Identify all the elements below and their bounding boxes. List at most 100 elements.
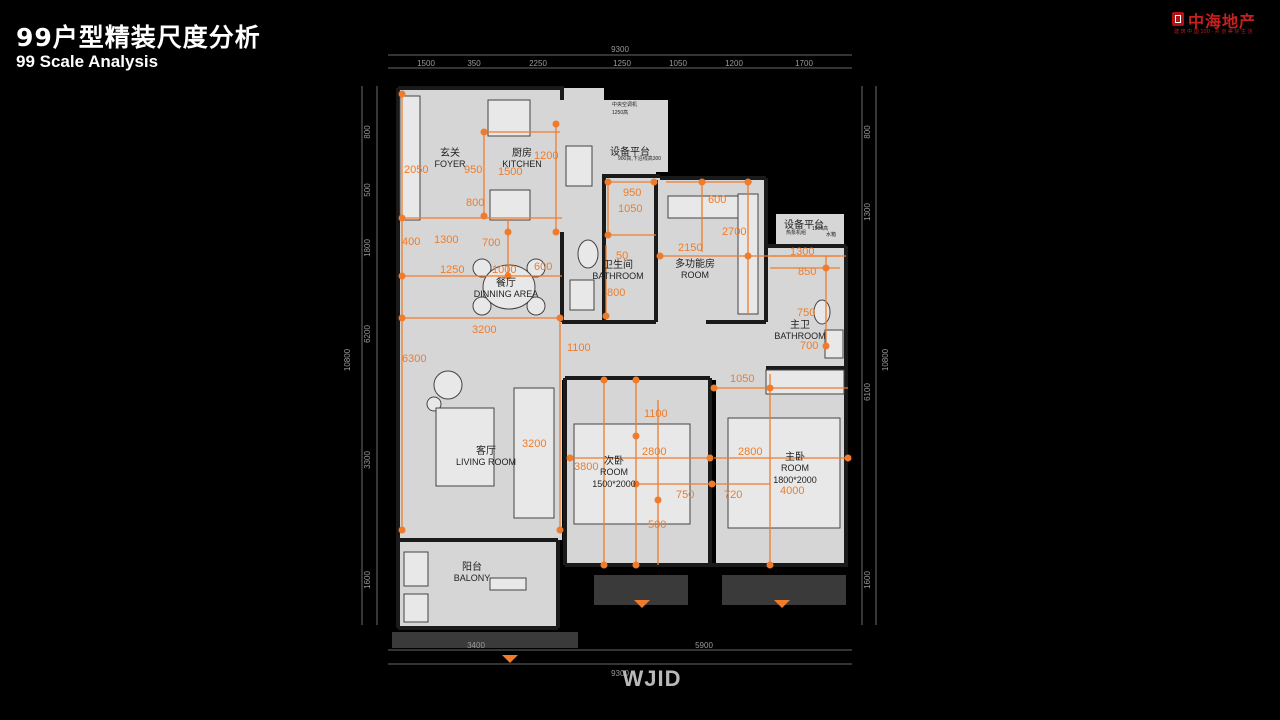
bottom-segment-label: 5900 <box>695 641 713 650</box>
desk-icon <box>667 195 739 219</box>
coffee-table-icon <box>435 407 495 487</box>
overall-width-label: 9300 <box>611 669 629 678</box>
dimension-label: 750 <box>676 489 694 501</box>
drying-rack-icon <box>489 577 527 591</box>
dimension-label: 950 <box>623 187 641 199</box>
dimension-label: 1300 <box>790 246 814 258</box>
equipment-note: 水箱 <box>826 231 836 238</box>
dimension-label: 720 <box>724 489 742 501</box>
window-markers <box>502 600 790 663</box>
top-segment-label: 1700 <box>795 59 813 68</box>
dimension-label: 850 <box>798 266 816 278</box>
room-label-cn: 主卧 <box>785 450 805 463</box>
equipment-note: 1500高 <box>812 225 828 232</box>
left-segment-label: 6200 <box>363 325 372 343</box>
furniture <box>399 95 845 623</box>
top-segment-label: 1050 <box>669 59 687 68</box>
dimension-label: 2150 <box>678 242 702 254</box>
toilet-icon <box>577 239 599 269</box>
bed-size-label: 1800*2000 <box>773 475 817 485</box>
left-segment-label: 800 <box>363 125 372 139</box>
dimension-label: 3200 <box>522 438 546 450</box>
overall-depth-label: 10800 <box>881 348 890 371</box>
room-label-en: LIVING ROOM <box>456 457 516 467</box>
overall-depth-label: 10800 <box>343 348 352 371</box>
company-logo: 中海地产 建 筑 中 国 100 · 共 创 美 好 生 活 <box>1168 6 1276 36</box>
room-label-cn: 主卫 <box>790 319 810 331</box>
page-subtitle: 99 Scale Analysis <box>16 52 159 71</box>
room-label-cn: 次卧 <box>604 454 624 467</box>
logo-slogan: 建 筑 中 国 100 · 共 创 美 好 生 活 <box>1174 29 1253 35</box>
dimension-label: 6300 <box>402 353 426 365</box>
right-segment-label: 1600 <box>863 571 872 589</box>
top-segment-label: 1200 <box>725 59 743 68</box>
top-segment-label: 350 <box>467 59 481 68</box>
dimension-label: 950 <box>464 164 482 176</box>
dimension-label: 600 <box>708 194 726 206</box>
dimension-label: 1300 <box>434 234 458 246</box>
dimension-frame <box>361 54 877 665</box>
frame-dimension-labels: 9300 9300 1500 350 2250 1250 1050 1200 1700 34… <box>343 45 890 678</box>
bottom-segment-label: 3400 <box>467 641 485 650</box>
room-label-cn: 玄关 <box>440 146 460 159</box>
overall-width-label: 9300 <box>611 45 629 54</box>
room-label-cn: 客厅 <box>476 444 496 457</box>
dimension-label: 2800 <box>738 446 762 458</box>
right-segment-label: 1300 <box>863 203 872 221</box>
dimension-label: 700 <box>800 340 818 352</box>
second-bed-icon <box>573 423 691 525</box>
shoe-cabinet-icon <box>399 95 421 221</box>
sink-icon <box>489 189 531 221</box>
dimension-label: 1050 <box>618 203 642 215</box>
top-segment-label: 1250 <box>613 59 631 68</box>
dimension-label: 800 <box>607 287 625 299</box>
room-label-en: ROOM <box>781 463 809 473</box>
room-label-en: DINNING AREA <box>474 289 539 299</box>
left-segment-label: 1600 <box>363 571 372 589</box>
dimension-label: 800 <box>466 197 484 209</box>
equipment-note: 热泵机组 <box>786 229 806 236</box>
storage-icon <box>403 593 429 623</box>
room-label-en: ROOM <box>681 270 709 280</box>
room-label-cn: 餐厅 <box>496 276 516 289</box>
dimension-label: 1500 <box>498 166 522 178</box>
dimension-label: 2800 <box>642 446 666 458</box>
washing-machine-icon <box>403 551 429 587</box>
room-label-cn: 多功能房 <box>675 257 715 270</box>
dimension-label: 50 <box>616 250 628 262</box>
stove-icon <box>565 145 593 187</box>
seal-icon <box>1172 12 1184 26</box>
dimension-label: 1000 <box>492 264 516 276</box>
dimension-label: 2050 <box>404 164 428 176</box>
room-label-en: BATHROOM <box>774 331 825 341</box>
left-segment-label: 500 <box>363 183 372 197</box>
dimension-label: 700 <box>482 237 500 249</box>
dimension-label: 1050 <box>730 373 754 385</box>
dimension-label: 600 <box>534 261 552 273</box>
dimension-label: 4000 <box>780 485 804 497</box>
walls <box>396 86 848 630</box>
room-label-en: KITCHEN <box>502 159 542 169</box>
dimension-label: 1100 <box>567 342 591 354</box>
cabinet-icon <box>487 99 531 137</box>
dimension-label: 1100 <box>644 408 668 420</box>
room-label-en: BATHROOM <box>592 271 643 281</box>
room-label-cn: 设备平台 <box>610 145 650 158</box>
wardrobe-icon <box>765 369 845 395</box>
equipment-note: 1250高 <box>612 109 628 116</box>
right-segment-label: 800 <box>863 125 872 139</box>
dimension-nodes <box>398 90 852 569</box>
dimension-label: 750 <box>797 307 815 319</box>
equipment-note: 900高,下沿线高300 <box>618 155 661 162</box>
room-label-en: FOYER <box>434 159 466 169</box>
bed-size-label: 1500*2000 <box>592 479 636 489</box>
dimension-label: 500 <box>648 519 666 531</box>
washbasin-icon <box>569 279 595 311</box>
equipment-note: 中央空调机 <box>612 101 637 108</box>
dimension-lines <box>401 94 848 565</box>
dimension-label: 1250 <box>440 264 464 276</box>
top-segment-label: 1500 <box>417 59 435 68</box>
top-segment-label: 2250 <box>529 59 547 68</box>
toilet-icon <box>813 299 831 325</box>
